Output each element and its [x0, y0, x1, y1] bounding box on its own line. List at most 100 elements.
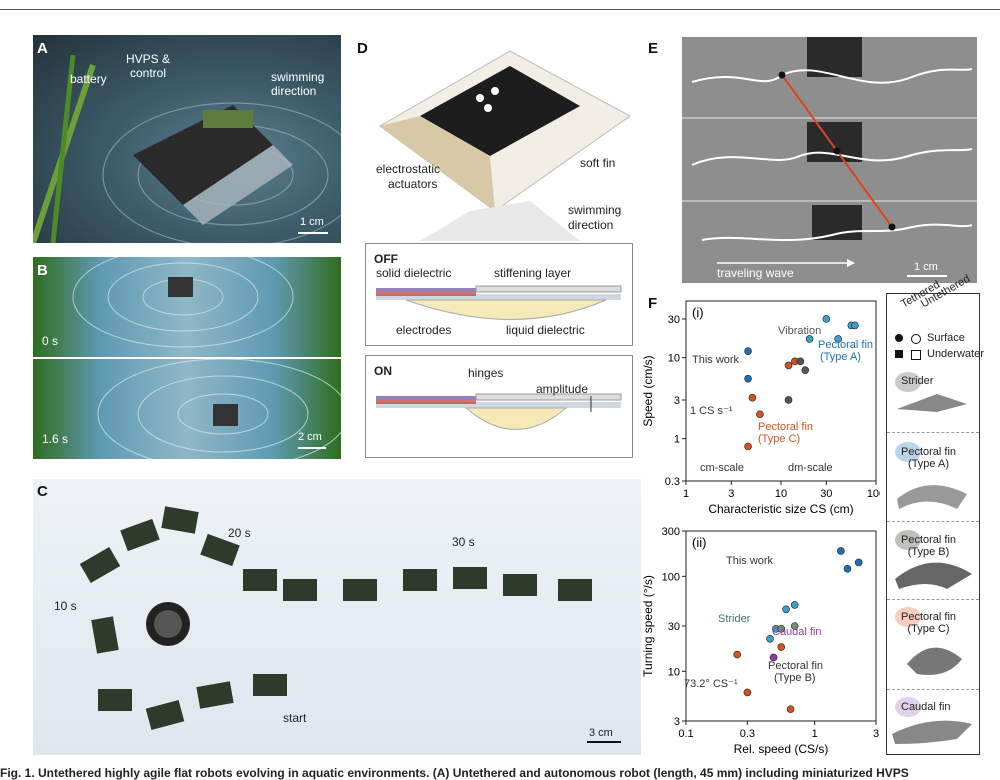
ripple-illustration-2	[97, 359, 341, 459]
y-tick-label: 3	[674, 395, 680, 407]
label-electrodes: electrodes	[396, 323, 452, 337]
x-tick-label: 10	[775, 488, 787, 500]
robot-illustration	[33, 54, 341, 243]
x-tick-label: 30	[820, 488, 832, 500]
data-point	[744, 374, 752, 383]
chart-title: (ii)	[692, 535, 706, 550]
label-stiffening-layer: stiffening layer	[494, 266, 572, 280]
legend-divider	[887, 689, 979, 691]
data-point	[784, 361, 793, 370]
y-tick-label: 30	[668, 314, 680, 326]
data-point	[837, 547, 845, 555]
y-tick-label: 10	[668, 353, 680, 365]
legend-typec: Pectoral fin (Type C)	[901, 611, 957, 635]
legend-caudal: Caudal fin	[901, 701, 951, 713]
chart-annotation: Caudal fin	[772, 626, 822, 638]
legend-typec-swatch	[895, 607, 921, 627]
annotation-soft-fin: soft fin	[580, 156, 616, 170]
scale-label-e: 1 cm	[914, 261, 938, 273]
label-amplitude: amplitude	[536, 382, 589, 396]
photo-panel-e: traveling wave 1 cm	[682, 37, 977, 283]
y-tick-label: 100	[662, 571, 680, 583]
scale-bar-a	[298, 232, 328, 234]
figure-caption: Fig. 1. Untethered highly agile flat rob…	[0, 766, 909, 780]
data-point	[801, 366, 810, 374]
legend-typea: Pectoral fin (Type A)	[901, 446, 957, 470]
chart-annotation: Pectoral fin	[818, 339, 873, 351]
y-tick-label: 1	[674, 434, 680, 446]
data-point	[790, 622, 799, 630]
panel-label-e: E	[648, 40, 659, 57]
legend-surface: Surface	[927, 332, 965, 344]
x-tick-label: 0.1	[678, 728, 693, 740]
panel-label-f: F	[648, 295, 658, 312]
legend-caudal-swatch	[895, 697, 921, 717]
annotation-electrostatic: electrostatic	[376, 162, 441, 176]
y-tick-label: 30	[668, 621, 680, 633]
wave-illustration	[682, 37, 977, 267]
trajectory-illustration	[79, 506, 592, 731]
legend-divider	[887, 521, 979, 523]
annotation-direction: direction	[271, 84, 317, 98]
x-axis-label: Rel. speed (CS/s)	[734, 742, 829, 756]
time-label-0s: 0 s	[42, 334, 59, 348]
chart-annotation: 1 CS s⁻¹	[690, 405, 733, 417]
data-point	[796, 357, 805, 366]
legend-typeb-swatch	[895, 530, 921, 550]
photo-panel-b-bottom	[33, 359, 341, 459]
data-point	[743, 688, 752, 697]
on-title: ON	[374, 364, 392, 378]
x-tick-label: 3	[873, 728, 879, 740]
scale-label-b: 2 cm	[298, 431, 322, 443]
start-label: start	[283, 711, 307, 725]
marker-untethered-surface	[911, 334, 921, 344]
scale-label-a: 1 cm	[300, 216, 324, 228]
chart-annotation: dm-scale	[788, 462, 833, 474]
data-point	[782, 605, 790, 614]
legend-divider	[887, 432, 979, 434]
chart-annotation: Vibration	[778, 325, 821, 337]
data-point	[777, 625, 786, 633]
chart-annotation: (Type B)	[774, 672, 816, 684]
data-point	[834, 335, 842, 343]
off-state-diagram	[376, 285, 622, 320]
off-state-box: OFF solid dielectric stiffening layer el…	[365, 243, 633, 346]
chart-annotation: 73.2° CS⁻¹	[684, 678, 738, 690]
x-axis-label: Characteristic size CS (cm)	[708, 502, 853, 516]
y-tick-label: 3	[674, 716, 680, 728]
legend-underwater: Underwater	[927, 348, 984, 360]
data-point	[822, 315, 831, 323]
x-tick-label: 1	[812, 728, 818, 740]
time-label-30s: 30 s	[452, 535, 475, 549]
chart-annotation: (Type A)	[820, 351, 861, 363]
data-point	[744, 442, 752, 451]
y-tick-label: 300	[662, 527, 680, 538]
x-tick-label: 100	[867, 488, 880, 500]
photo-panel-c	[33, 479, 641, 755]
time-label-20s: 20 s	[228, 526, 251, 540]
data-point	[769, 653, 778, 662]
time-label-1-6s: 1.6 s	[42, 432, 69, 446]
chart-annotation: Pectoral fin	[768, 660, 823, 672]
data-point	[756, 410, 764, 419]
plot-area	[685, 300, 877, 482]
data-point	[784, 396, 793, 404]
annotation-direction-d: direction	[568, 218, 614, 232]
panel-label-b: B	[37, 262, 48, 279]
chart-title: (i)	[692, 305, 704, 320]
chart-annotation: This work	[692, 354, 740, 366]
marker-tethered-underwater	[895, 350, 903, 358]
data-point	[748, 393, 757, 402]
data-point	[744, 347, 752, 356]
x-tick-label: 1	[683, 488, 689, 500]
panel-label-a: A	[37, 40, 48, 57]
y-axis-label: Turning speed (°/s)	[641, 575, 655, 677]
data-point	[805, 335, 814, 343]
legend-box: Tethered Untethered Surface Underwater S…	[886, 273, 984, 755]
scale-bar-c	[587, 741, 621, 743]
data-point	[843, 565, 852, 573]
data-point	[851, 321, 859, 330]
data-point	[777, 643, 786, 651]
data-point	[790, 601, 799, 609]
